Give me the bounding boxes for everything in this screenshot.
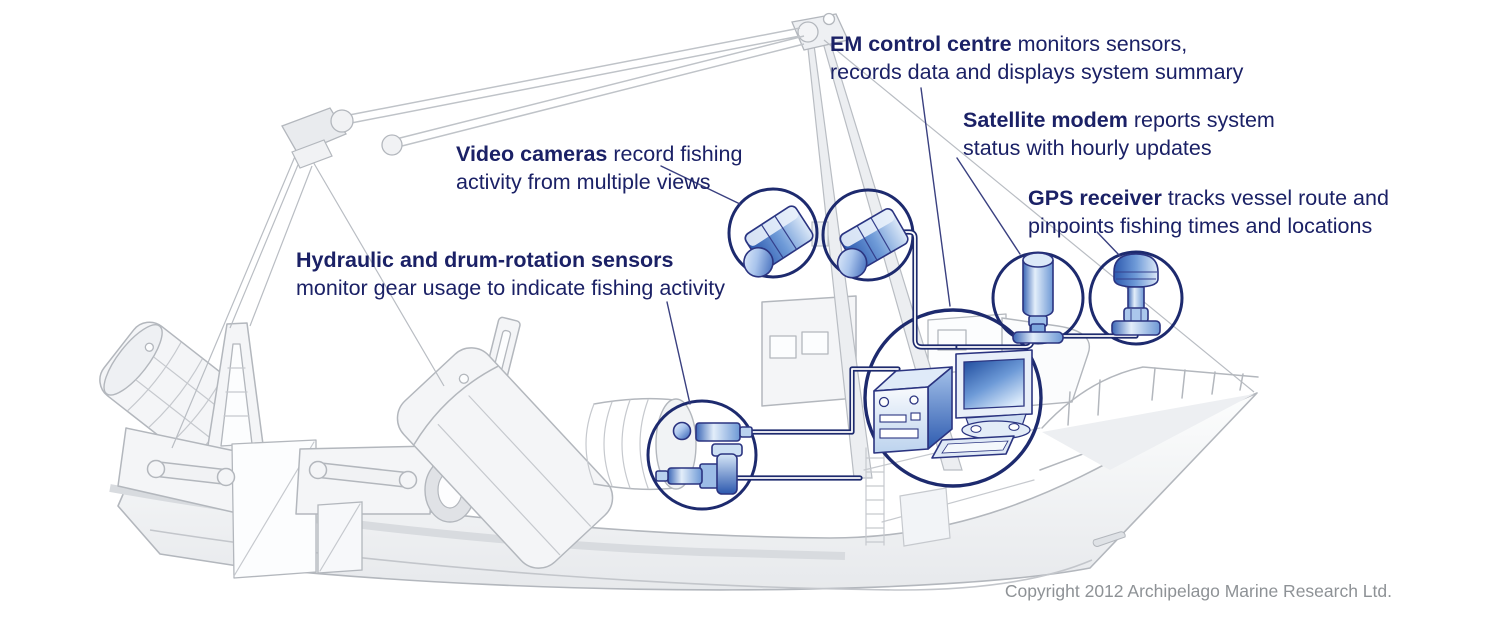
label-gps-line2: pinpoints fishing times and locations bbox=[1028, 214, 1373, 238]
satellite-modem-icon bbox=[1012, 252, 1064, 344]
label-camera-line2: activity from multiple views bbox=[456, 170, 711, 194]
foredeck bbox=[1042, 394, 1254, 470]
label-hydraulic-bold: Hydraulic and drum-rotation sensors bbox=[296, 248, 674, 272]
label-em-control-centre: EM control centre monitors sensors, reco… bbox=[830, 30, 1243, 86]
gps-receiver-icon bbox=[1111, 253, 1161, 336]
pointer-camera bbox=[660, 165, 741, 205]
computer-monitor-icon bbox=[955, 349, 1033, 440]
em-control-centre-circle bbox=[863, 308, 1043, 488]
deckhouse-window bbox=[769, 335, 797, 359]
label-gps-rest: tracks vessel route and bbox=[1161, 186, 1389, 210]
mast-pulley bbox=[797, 21, 819, 43]
bulwark-pipe-1 bbox=[146, 459, 236, 487]
booms-and-rigging bbox=[171, 27, 1255, 449]
label-video-cameras: Video cameras record fishing activity fr… bbox=[456, 140, 742, 196]
gps-receiver-circle bbox=[1088, 250, 1184, 346]
label-modem-rest: reports system bbox=[1127, 108, 1275, 132]
label-modem-line2: status with hourly updates bbox=[963, 136, 1212, 160]
pointer-hydraulic bbox=[666, 301, 691, 405]
deckhouse-window bbox=[801, 331, 829, 355]
keyboard-icon bbox=[931, 435, 1015, 459]
em-control-box-icon bbox=[873, 366, 953, 454]
label-em-rest: monitors sensors, bbox=[1011, 32, 1188, 56]
video-camera-icon bbox=[836, 208, 909, 279]
label-satellite-modem: Satellite modem reports system status wi… bbox=[963, 106, 1275, 162]
bow-rails bbox=[1041, 366, 1259, 429]
label-gps-bold: GPS receiver bbox=[1028, 186, 1162, 210]
pointer-lines bbox=[660, 87, 1121, 405]
hydraulic-sensor-circle bbox=[646, 399, 758, 511]
pointer-modem bbox=[956, 157, 1021, 255]
winch-reel bbox=[585, 397, 697, 491]
label-hydraulic-sensors: Hydraulic and drum-rotation sensors moni… bbox=[296, 246, 725, 302]
label-camera-bold: Video cameras bbox=[456, 142, 608, 166]
pointer-em bbox=[920, 87, 951, 307]
bulwark-pipe-2 bbox=[308, 460, 418, 490]
label-camera-rest: record fishing bbox=[607, 142, 743, 166]
copyright-text: Copyright 2012 Archipelago Marine Resear… bbox=[1004, 581, 1392, 601]
label-modem-bold: Satellite modem bbox=[963, 108, 1128, 132]
video-camera-circle-1 bbox=[727, 187, 819, 279]
camera-mount-bar bbox=[811, 221, 829, 247]
label-em-line2: records data and displays system summary bbox=[830, 60, 1244, 84]
video-camera-icon bbox=[743, 205, 814, 278]
crane-block bbox=[281, 107, 403, 169]
fishing-vessel-illustration bbox=[99, 12, 1259, 591]
anchor-scupper bbox=[1092, 531, 1126, 547]
hydraulic-sensor-icon bbox=[655, 421, 753, 495]
label-hydraulic-line2: monitor gear usage to indicate fishing a… bbox=[296, 276, 726, 300]
pointer-gps bbox=[1096, 231, 1121, 257]
midship-drum bbox=[396, 347, 614, 569]
label-gps-receiver: GPS receiver tracks vessel route and pin… bbox=[1028, 184, 1389, 240]
label-em-bold: EM control centre bbox=[830, 32, 1012, 56]
